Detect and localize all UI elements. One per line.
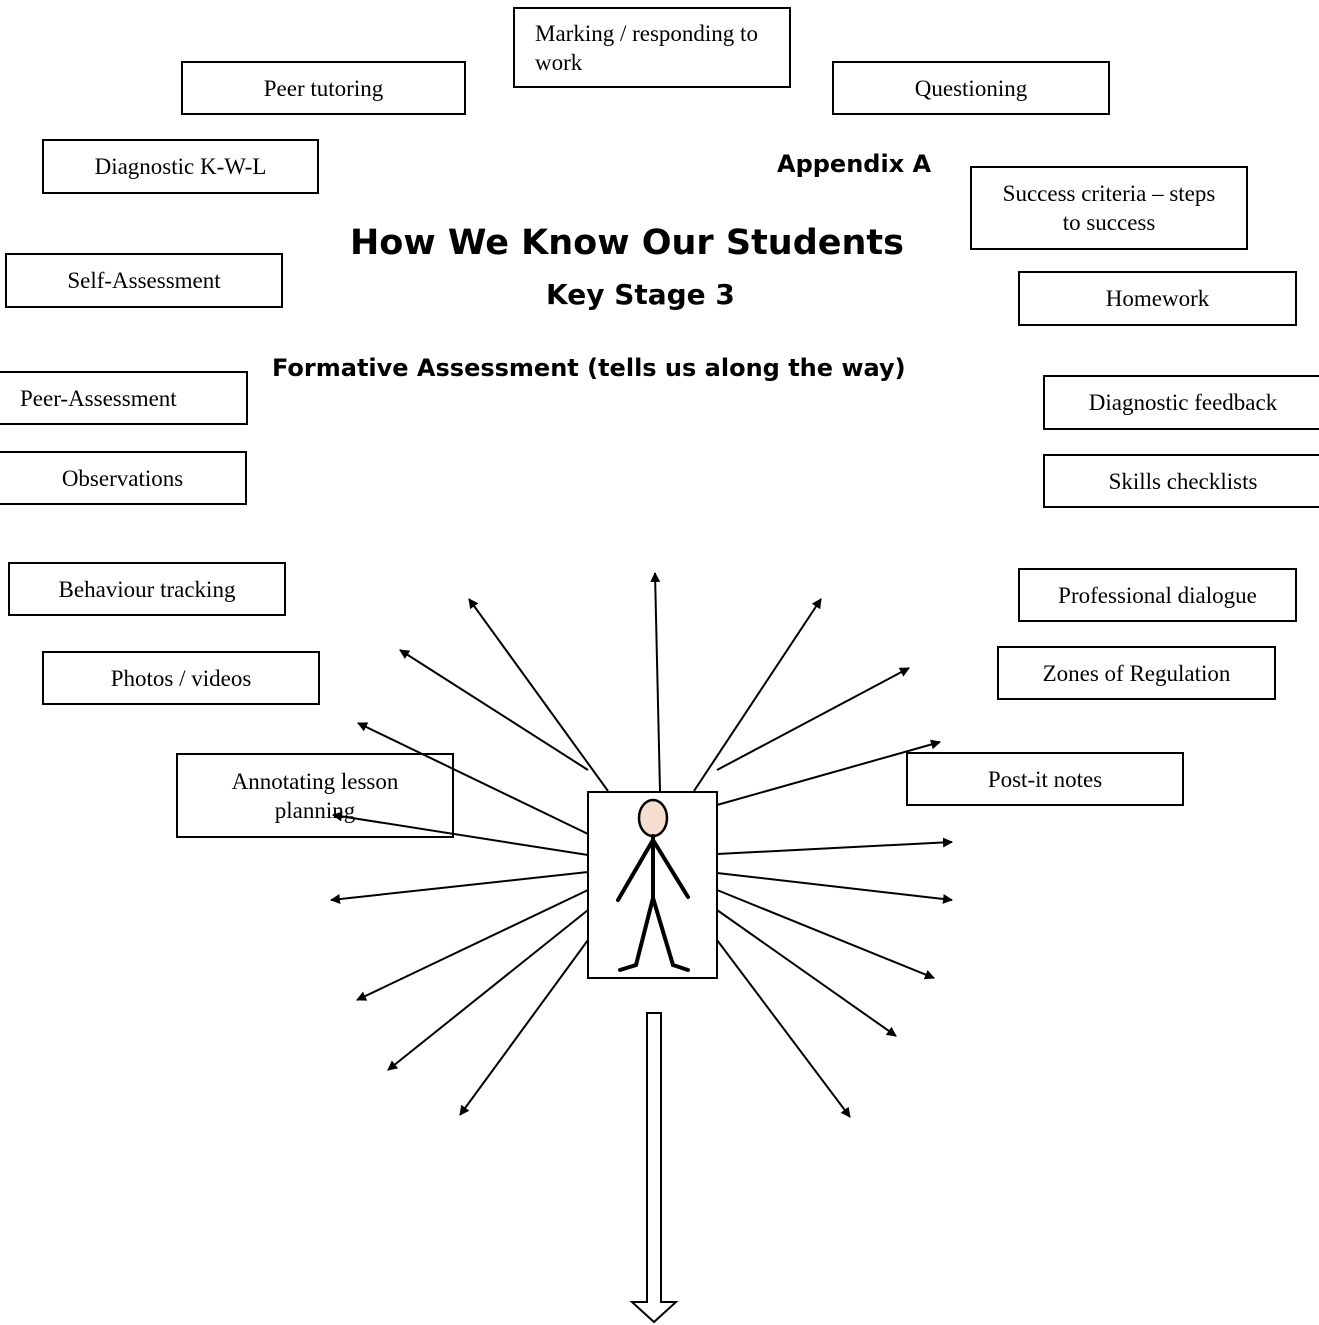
down-arrow-icon [629,1012,679,1324]
photos-videos-box: Photos / videos [42,651,320,705]
questioning-box: Questioning [832,61,1110,115]
zones-of-regulation-box: Zones of Regulation [997,646,1276,700]
observations-box: Observations [0,451,247,505]
page-title: How We Know Our Students [350,223,904,263]
section-heading: Formative Assessment (tells us along the… [272,354,906,382]
page-subtitle: Key Stage 3 [546,278,735,311]
success-criteria-box: Success criteria – steps to success [970,166,1248,250]
peer-tutoring-box: Peer tutoring [181,61,466,115]
diagnostic-feedback-box: Diagnostic feedback [1043,375,1319,430]
marking-box: Marking / responding to work [513,7,791,88]
diagnostic-kwl-box: Diagnostic K-W-L [42,139,319,194]
homework-box: Homework [1018,271,1297,326]
appendix-label: Appendix A [777,150,932,178]
peer-assessment-box: Peer-Assessment [0,371,248,425]
self-assessment-box: Self-Assessment [5,253,283,308]
annotating-lesson-planning-box: Annotating lesson planning [176,753,454,838]
professional-dialogue-box: Professional dialogue [1018,568,1297,622]
post-it-notes-box: Post-it notes [906,752,1184,806]
student-figure-icon [616,798,690,972]
skills-checklists-box: Skills checklists [1043,454,1319,508]
behaviour-tracking-box: Behaviour tracking [8,562,286,616]
